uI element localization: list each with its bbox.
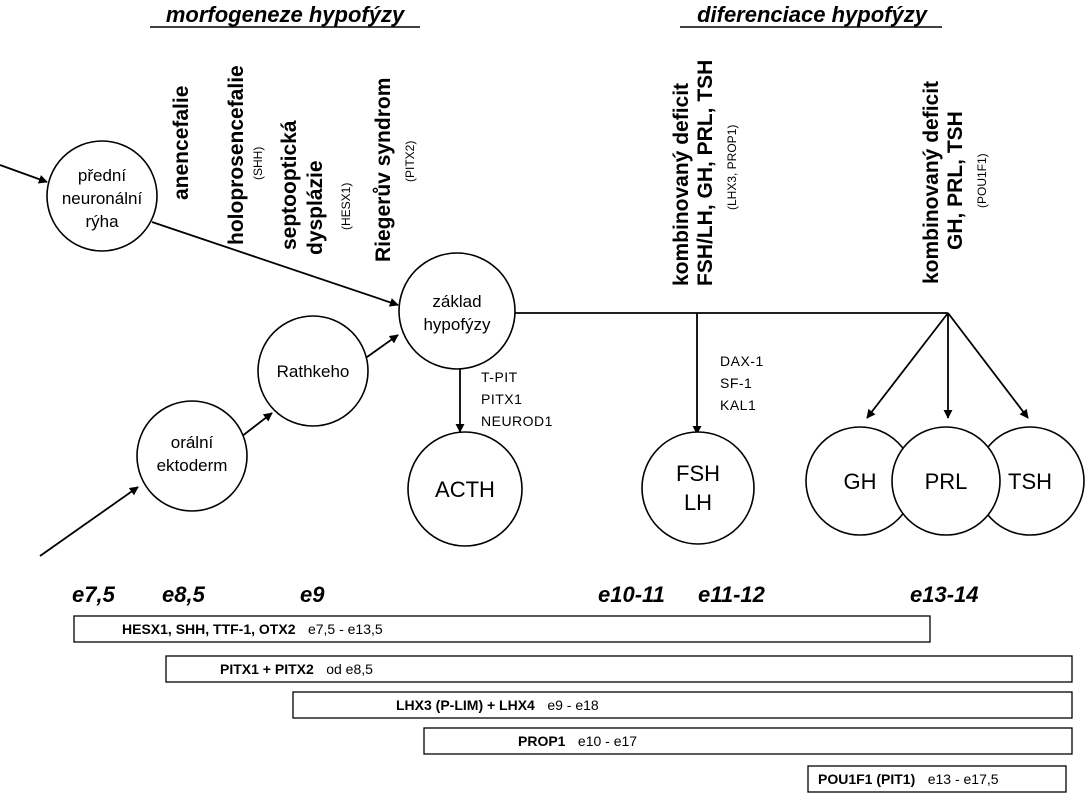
label-combo1-gene: (LHX3, PROP1) — [725, 125, 739, 210]
factor-acth-1: T-PIT — [481, 369, 518, 385]
label-combo2-line2: GH, PRL, TSH — [944, 111, 967, 250]
expression-bar-lhx: LHX3 (P-LIM) + LHX4 e9 - e18 — [292, 691, 1073, 719]
arrow-predni-to-zaklad — [151, 221, 399, 307]
label-anencefalie: anencefalie — [170, 86, 193, 200]
factor-fsh-3: KAL1 — [720, 397, 756, 413]
node-fsh-lh: FSH LH — [641, 431, 755, 545]
expression-bar-pitx: PITX1 + PITX2 od e8,5 — [165, 655, 1073, 683]
bar-lhx-range: e9 - e18 — [547, 697, 599, 713]
bar-pitx-genes: PITX1 + PITX2 — [220, 661, 314, 677]
svg-text:LHX3 (P-LIM) + LHX4 e9 -: LHX3 (P-LIM) + LHX4 e9 - e18 — [396, 697, 599, 714]
bar-prop1-range: e10 - e17 — [578, 733, 637, 749]
arrow-to-tsh — [947, 312, 1029, 419]
node-zaklad-line1: základ — [432, 292, 481, 311]
node-predni-neuronalni-ryha: přední neuronální rýha — [46, 140, 158, 252]
svg-text:POU1F1 (PIT1) e13 - e17,: POU1F1 (PIT1) e13 - e17,5 — [818, 771, 999, 788]
factor-acth-3: NEUROD1 — [481, 413, 553, 429]
arrow-into-oralni — [39, 486, 139, 557]
node-gh-label: GH — [844, 469, 877, 494]
expression-bar-hesx1: HESX1, SHH, TTF-1, OTX2 e7,5 - e13,5 — [73, 615, 931, 643]
label-septoopticka-gene: (HESX1) — [339, 183, 353, 230]
node-oralni-line2: ektoderm — [157, 456, 228, 475]
node-lh-label: LH — [684, 490, 712, 515]
node-predni-line3: rýha — [85, 212, 119, 231]
factor-acth-2: PITX1 — [481, 391, 522, 407]
stage-e10-11: e10-11 — [598, 582, 665, 607]
label-rieger: Riegerův syndrom — [372, 78, 395, 262]
node-prl: PRL — [891, 426, 1001, 536]
bar-prop1-genes: PROP1 — [518, 733, 566, 749]
label-holoprosencefalie: holoprosencefalie — [225, 65, 248, 245]
stage-e9: e9 — [300, 582, 325, 607]
expression-bar-prop1: PROP1 e10 - e17 — [423, 727, 1073, 755]
svg-text:PITX1 + PITX2 od e8,5: PITX1 + PITX2 od e8,5 — [220, 661, 373, 678]
bar-lhx-genes: LHX3 (P-LIM) + LHX4 — [396, 697, 535, 713]
node-gh: GH — [805, 426, 915, 536]
node-tsh: TSH — [975, 426, 1085, 536]
label-combo2-gene: (POU1F1) — [975, 153, 989, 208]
node-acth-label: ACTH — [435, 477, 495, 502]
node-oralni-ektoderm: orální ektoderm — [136, 400, 248, 512]
label-combo1-line2: FSH/LH, GH, PRL, TSH — [694, 60, 717, 286]
stage-e8-5: e8,5 — [162, 582, 206, 607]
header-differentiation: diferenciace hypofýzy — [697, 2, 929, 27]
node-rathkeho: Rathkeho — [257, 315, 369, 427]
header-morphogenesis: morfogeneze hypofýzy — [166, 2, 406, 27]
bar-pou1f1-genes: POU1F1 (PIT1) — [818, 771, 915, 787]
factor-fsh-1: DAX-1 — [720, 353, 764, 369]
stage-e7-5: e7,5 — [72, 582, 116, 607]
node-tsh-label: TSH — [1008, 469, 1052, 494]
expression-bar-pou1f1: POU1F1 (PIT1) e13 - e17,5 — [807, 765, 1067, 793]
label-septoopticka-2: dysplázie — [304, 160, 327, 255]
label-rieger-gene: (PITX2) — [403, 141, 417, 182]
factor-fsh-2: SF-1 — [720, 375, 752, 391]
bar-pitx-range: od e8,5 — [326, 661, 373, 677]
label-septoopticka-1: septooptická — [278, 120, 301, 250]
node-oralni-line1: orální — [171, 433, 214, 452]
svg-text:HESX1, SHH, TTF-1, OTX2: HESX1, SHH, TTF-1, OTX2 e7,5 - e13,5 — [122, 621, 383, 638]
node-predni-line2: neuronální — [62, 189, 143, 208]
stage-e13-14: e13-14 — [910, 582, 979, 607]
arrow-into-predni — [0, 164, 48, 184]
node-predni-line1: přední — [78, 166, 126, 185]
node-zaklad-hypofyzy: základ hypofýzy — [398, 252, 516, 370]
label-holoprosencefalie-gene: (SHH) — [251, 147, 265, 180]
bar-hesx1-genes: HESX1, SHH, TTF-1, OTX2 — [122, 621, 296, 637]
node-rathkeho-label: Rathkeho — [277, 362, 350, 381]
node-zaklad-line2: hypofýzy — [423, 315, 491, 334]
label-combo2-line1: kombinovaný deficit — [920, 81, 943, 284]
stage-e11-12: e11-12 — [698, 582, 766, 607]
label-combo1-line1: kombinovaný deficit — [670, 83, 693, 286]
arrow-to-gh — [866, 312, 949, 419]
bar-hesx1-range: e7,5 - e13,5 — [308, 621, 383, 637]
node-fsh-label: FSH — [676, 461, 720, 486]
svg-text:PROP1 e10 - e17: PROP1 e10 - e17 — [518, 733, 637, 750]
node-acth: ACTH — [407, 431, 523, 547]
node-prl-label: PRL — [925, 469, 968, 494]
bar-pou1f1-range: e13 - e17,5 — [928, 771, 999, 787]
